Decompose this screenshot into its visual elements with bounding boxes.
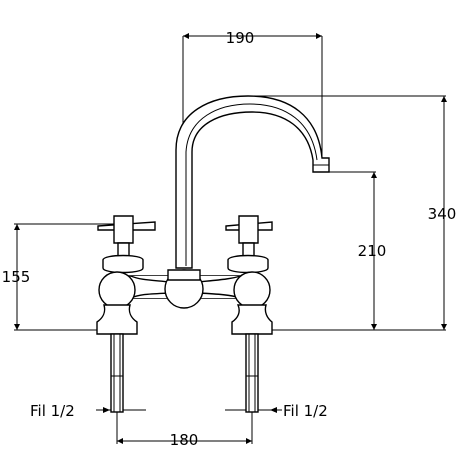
label-spout-height: 210 [358, 242, 387, 260]
label-centres: 180 [170, 431, 199, 449]
left-valve [96, 215, 156, 413]
dimension-overall-height [250, 95, 447, 331]
label-handle-height: 155 [2, 268, 31, 286]
label-thread-right: Fil 1/2 [283, 402, 328, 420]
right-valve [225, 215, 273, 413]
dimension-handle-height [14, 223, 120, 331]
spout [175, 95, 330, 269]
label-overall-height: 340 [428, 205, 457, 223]
centre-body [164, 269, 204, 309]
dimension-centres [116, 410, 253, 444]
label-thread-left: Fil 1/2 [30, 402, 75, 420]
dimension-spout-height [322, 171, 377, 330]
label-spout-reach: 190 [226, 29, 255, 47]
